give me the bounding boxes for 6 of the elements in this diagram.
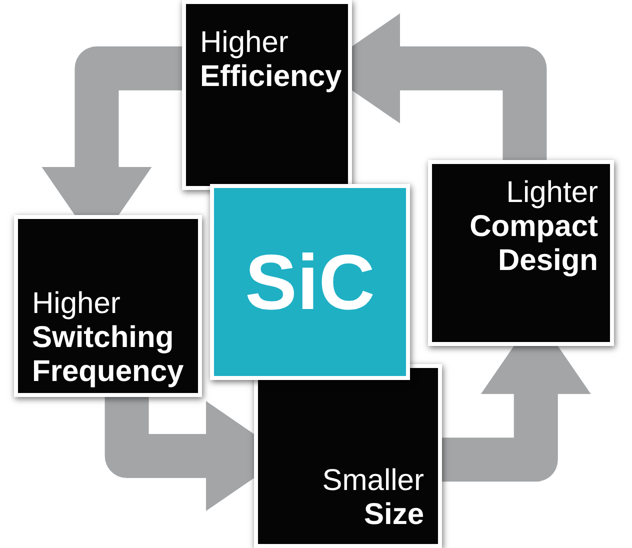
box-label: Higher Switching Frequency — [32, 287, 185, 389]
box-label: SiC — [244, 240, 376, 324]
center-box — [210, 184, 410, 380]
box-label: Lighter Compact Design — [468, 176, 598, 278]
box-label: Higher Efficiency — [200, 26, 343, 94]
box-label: Smaller Size — [321, 464, 424, 532]
